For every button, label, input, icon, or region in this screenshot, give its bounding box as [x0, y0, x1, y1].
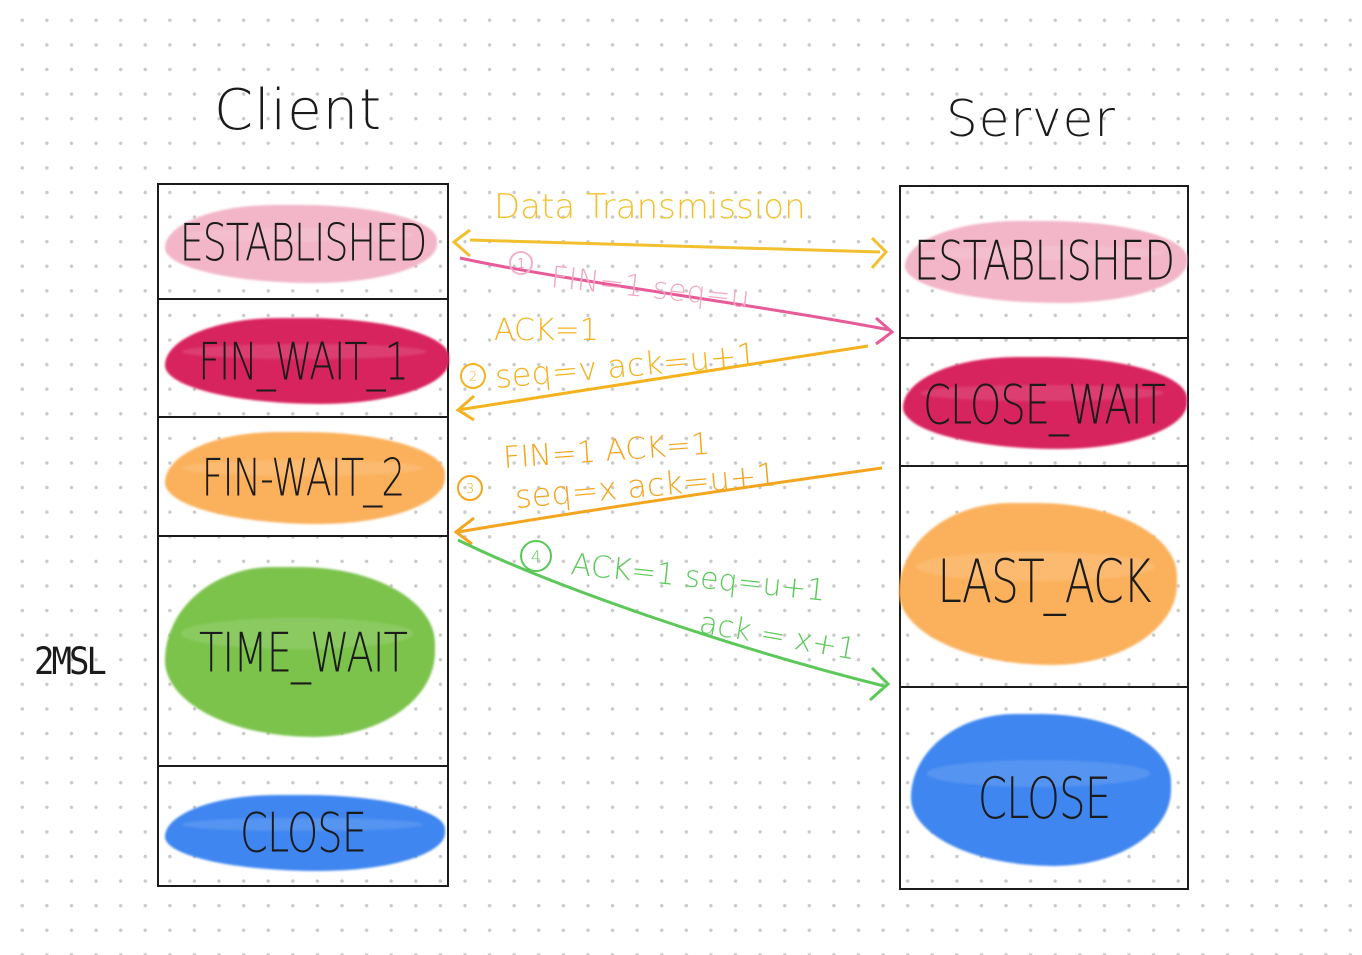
client-state-time-wait: TIME_WAIT [157, 535, 449, 767]
client-state-fin-wait-2: FIN-WAIT_2 [157, 416, 449, 537]
client-state-label: FIN-WAIT_2 [201, 448, 406, 508]
step-4-circle-icon [520, 540, 552, 572]
step-1-circle-icon [509, 251, 533, 275]
message-1-line [459, 256, 891, 332]
message-1-text: FIN=1 seq=u [549, 260, 751, 316]
message-2-ack: ACK=1 2 seq=v ack=u+1 [455, 313, 869, 422]
arrowhead-right-icon [870, 236, 889, 269]
arrowhead-right-icon [869, 666, 891, 702]
message-4-line [457, 538, 885, 688]
server-state-label: CLOSE [977, 765, 1111, 832]
data-transmission-message: Data Transmission [451, 187, 889, 269]
server-state-close-wait: CLOSE_WAIT [899, 337, 1189, 467]
client-close-highlight [165, 795, 445, 871]
server-column-right-line [1187, 185, 1189, 890]
step-2-number: 2 [469, 370, 477, 385]
client-state-close: CLOSE [157, 765, 449, 887]
arrowhead-left-icon [451, 228, 471, 258]
client-state-established: ESTABLISHED [157, 183, 449, 300]
server-close-highlight [911, 714, 1171, 866]
client-fin-wait-1-highlight [165, 318, 449, 404]
server-state-last-ack: LAST_ACK [899, 465, 1189, 688]
server-state-established: ESTABLISHED [899, 185, 1189, 339]
data-transmission-line [469, 238, 881, 254]
message-4-ack: 4 ACK=1 seq=u+1 ack = x+1 [457, 538, 891, 702]
client-established-highlight [165, 205, 437, 283]
step-4-number: 4 [531, 547, 541, 566]
arrowhead-right-icon [875, 316, 895, 346]
client-title: Client [214, 78, 383, 143]
server-column-left-line [899, 185, 901, 890]
client-fin-wait-2-highlight [165, 432, 445, 524]
message-2-line [457, 344, 869, 412]
message-4-line-1: ACK=1 seq=u+1 [569, 547, 827, 609]
server-state-label: LAST_ACK [937, 548, 1151, 617]
arrowhead-left-icon [455, 394, 475, 422]
server-close-wait-highlight [903, 357, 1187, 449]
step-2-circle-icon [460, 363, 486, 389]
2msl-label: 2MSL [34, 640, 107, 684]
server-state-column: ESTABLISHED CLOSE_WAIT LAST_ACK CLOSE [899, 185, 1189, 890]
server-state-label: ESTABLISHED [913, 230, 1175, 294]
step-3-circle-icon [457, 475, 483, 501]
step-3-number: 3 [466, 482, 474, 497]
server-state-label: CLOSE_WAIT [923, 374, 1166, 438]
data-transmission-label: Data Transmission [494, 187, 806, 227]
client-state-column: ESTABLISHED FIN_WAIT_1 FIN-WAIT_2 TIME_W… [157, 183, 449, 887]
client-time-wait-highlight [165, 567, 435, 737]
server-established-highlight [905, 221, 1187, 303]
client-state-label: FIN_WAIT_1 [198, 332, 409, 392]
client-state-label: CLOSE [240, 802, 367, 866]
arrowhead-left-icon [453, 516, 475, 546]
message-2-line-1: ACK=1 [494, 313, 599, 348]
message-3-fin-ack: FIN=1 ACK=1 3 seq=x ack=u+1 [453, 427, 883, 546]
client-state-fin-wait-1: FIN_WAIT_1 [157, 298, 449, 418]
server-last-ack-highlight [899, 503, 1177, 665]
server-state-close: CLOSE [899, 686, 1189, 890]
message-3-line [457, 466, 883, 534]
step-1-number: 1 [517, 257, 525, 272]
server-title: Server [946, 90, 1116, 148]
client-state-label: TIME_WAIT [199, 622, 408, 686]
client-state-label: ESTABLISHED [179, 213, 428, 273]
